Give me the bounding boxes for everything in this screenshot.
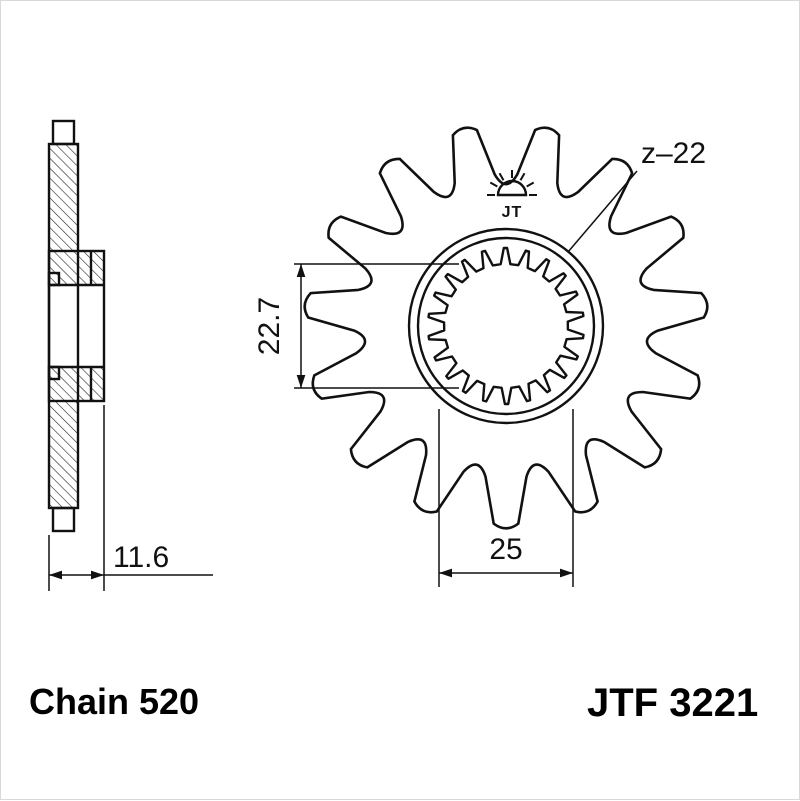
spline-section-top xyxy=(47,271,61,287)
sun-ray-icon xyxy=(489,181,498,188)
sprocket-side-view xyxy=(47,119,106,533)
sun-ray-icon xyxy=(526,181,535,188)
dimension-value-11-6: 11.6 xyxy=(113,541,169,574)
tooth-tip-bottom xyxy=(51,506,76,533)
sun-rays xyxy=(487,170,537,196)
dimension-spline-vertical: 22.7 xyxy=(253,263,459,389)
spline-section-bottom xyxy=(47,365,61,381)
section-hatch-upper-hub xyxy=(49,251,104,285)
tooth-tip-top xyxy=(51,119,76,146)
tooth-count-label: z–22 xyxy=(641,137,706,170)
bore-opening xyxy=(50,286,103,366)
sprocket-front-view xyxy=(303,126,709,530)
sun-ray-icon xyxy=(519,172,526,181)
tooth-count-callout: z–22 xyxy=(567,137,706,253)
sprocket-teeth-outline xyxy=(303,126,709,530)
hub-outline xyxy=(47,249,106,403)
jt-logo: JT xyxy=(487,170,537,221)
sun-ray-icon xyxy=(498,172,505,181)
part-number-label: JTF 3221 xyxy=(587,681,758,725)
dimension-value-25: 25 xyxy=(489,533,522,566)
leader-line xyxy=(567,170,638,253)
dimension-value-22-7: 22.7 xyxy=(253,297,286,355)
chain-size-label: Chain 520 xyxy=(29,681,199,722)
bore-inner-circle xyxy=(416,236,596,416)
sun-icon xyxy=(496,179,528,197)
section-hatch-upper-plate xyxy=(49,144,78,251)
logo-text: JT xyxy=(502,204,523,221)
dimension-hub-width: 11.6 xyxy=(48,405,213,591)
footer-labels: Chain 520 JTF 3221 xyxy=(29,681,758,725)
dimension-spline-horizontal: 25 xyxy=(438,409,574,587)
section-hatch-lower-plate xyxy=(49,401,78,508)
bore-outer-circle xyxy=(407,227,605,425)
spline-bore-profile xyxy=(427,246,585,406)
section-hatch-lower-hub xyxy=(49,367,104,401)
